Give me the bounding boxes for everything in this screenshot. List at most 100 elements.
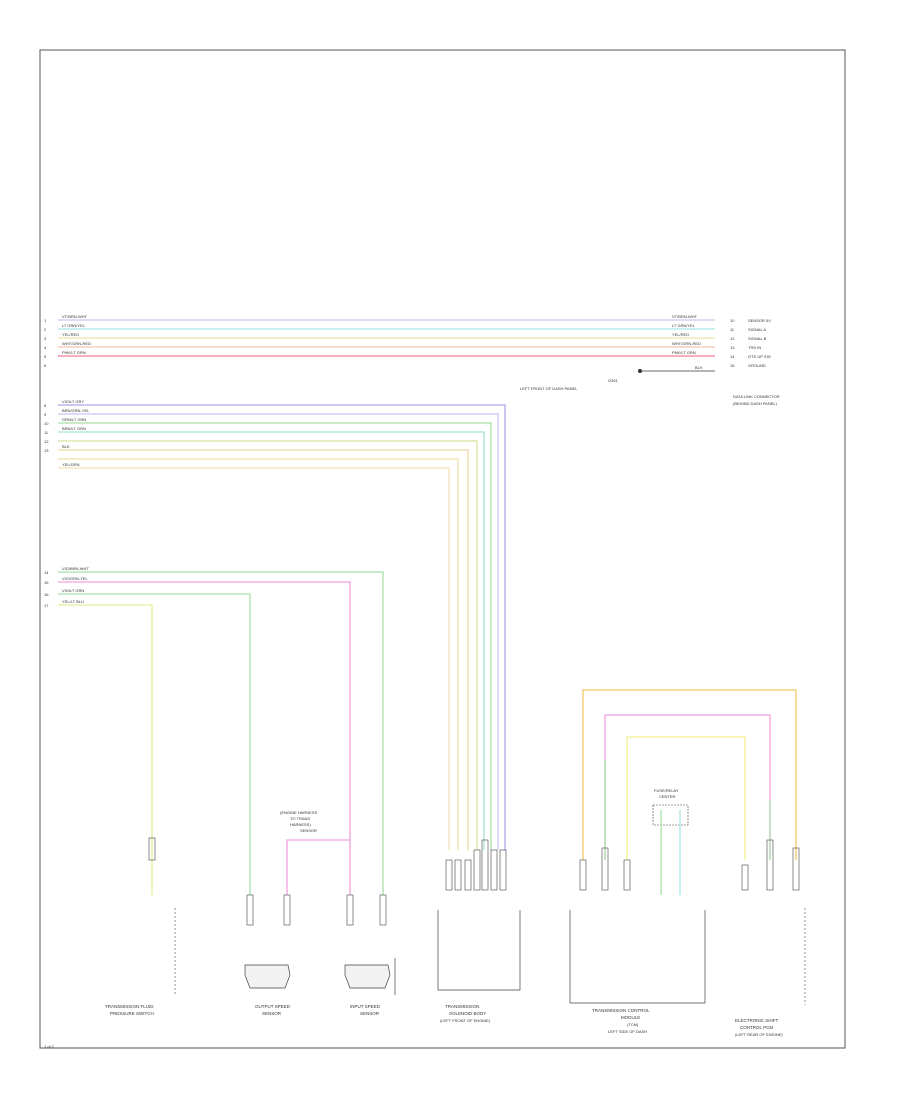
- wire-label-left-5: PNK/LT GRN: [62, 350, 86, 355]
- ident-label-1: (ENGINE HARNESS: [280, 810, 317, 815]
- pressure-switch-pin-box[interactable]: [148, 837, 156, 861]
- input-sensor-label-2: SENSOR: [360, 1011, 380, 1016]
- fuse-relay-box[interactable]: [652, 804, 689, 826]
- h2-pin-12: 12: [44, 439, 49, 444]
- wire-h3-2: [58, 581, 351, 895]
- epac-label-3: (LEFT REAR OF ENGINE): [735, 1032, 783, 1037]
- solenoid-label-1: TRANSMISSION: [445, 1004, 479, 1009]
- solenoid-pin-1[interactable]: [445, 859, 453, 891]
- output-sensor-pin-b[interactable]: [283, 894, 291, 926]
- solenoid-pin-6[interactable]: [490, 849, 498, 891]
- h2-color-5: BLK: [62, 444, 70, 449]
- dlc-func-1: SENSOR 5V: [748, 318, 771, 323]
- h3-color-1: VIO/BRN-WHT: [62, 566, 89, 571]
- solenoid-body-bracket: [437, 910, 521, 991]
- epac-pin-3[interactable]: [792, 847, 800, 891]
- top-harness: 1 2 3 4 5 6 VT/BRN-WHT LT GRN/YEL YEL/RE…: [44, 314, 780, 406]
- pin-5: 5: [44, 354, 47, 359]
- input-sensor-pin-a[interactable]: [346, 894, 354, 926]
- dlc-func-6: GROUND: [748, 363, 766, 368]
- dlc-component-sub-label: (BEHIND DASH PANEL): [733, 401, 778, 406]
- output-sensor-pin-a[interactable]: [246, 894, 254, 926]
- epac-pin-1[interactable]: [741, 864, 749, 891]
- harness-3: 14 15 16 17 VIO/BRN-WHT VIO/GRN-YEL VIO/…: [44, 566, 384, 895]
- dlc-pin-11: 11: [730, 327, 735, 332]
- h2-pin-13: 13: [44, 448, 49, 453]
- dlc-pin-15: 15: [730, 363, 735, 368]
- input-sensor[interactable]: INPUT SPEED SENSOR: [344, 894, 396, 1016]
- solenoid-pin-3[interactable]: [464, 859, 472, 891]
- dlc-func-4: TRS IN: [748, 345, 761, 350]
- wire-h3-3: [58, 593, 251, 895]
- ident-label-2: TO TRANS: [290, 816, 310, 821]
- dlc-func-2: SIGNAL A: [748, 327, 766, 332]
- h2-pin-9: 9: [44, 412, 47, 417]
- solenoid-label-2: SOLENOID BODY: [449, 1011, 486, 1016]
- wire-h2-2: [58, 413, 499, 850]
- wire-label-right-6: BLK: [695, 365, 703, 370]
- tcm-pin-1[interactable]: [579, 859, 587, 891]
- tcm-label-1: TRANSMISSION CONTROL: [592, 1008, 650, 1013]
- h2-color-3: GRN/LT GRN: [62, 417, 86, 422]
- harness-2: 8 9 10 11 12 13 VIO/LT GRY BRN/GRN-YEL G…: [44, 399, 506, 850]
- epac-label-1: ELECTRONIC SHIFT: [735, 1018, 779, 1023]
- h3-pin-15: 15: [44, 580, 49, 585]
- tcm-bracket: [569, 910, 706, 1004]
- solenoid-pin-5[interactable]: [481, 839, 489, 891]
- pin-6: 6: [44, 363, 47, 368]
- page-label: 1 of 2: [44, 1044, 55, 1049]
- ground-label: G301: [608, 378, 619, 383]
- input-sensor-label-1: INPUT SPEED: [350, 1004, 381, 1009]
- tcm-label-3: (TCM): [627, 1022, 639, 1027]
- output-sensor[interactable]: OUTPUT SPEED SENSOR: [244, 894, 291, 1016]
- wire-label-right-4: WHT/GRN-RED: [672, 341, 701, 346]
- h3-color-3: VIO/LT GRN: [62, 588, 84, 593]
- tcm-label-4: LEFT SIDE OF DASH: [608, 1029, 647, 1034]
- wire-orange: [582, 689, 797, 860]
- epac-pin-2[interactable]: [766, 839, 774, 891]
- bottom-right-harness: FUSE/RELAY CENTER: [582, 689, 797, 895]
- wire-h2-4: [58, 431, 485, 850]
- dlc-pin-10: 10: [730, 318, 735, 323]
- tcm-pin-3[interactable]: [623, 859, 631, 891]
- tcm-label-2: MODULE: [621, 1015, 640, 1020]
- h2-color-4: BRN/LT GRN: [62, 426, 86, 431]
- epac-connector[interactable]: ELECTRONIC SHIFT CONTROL PCM (LEFT REAR …: [735, 839, 806, 1037]
- h2-pin-11: 11: [44, 430, 49, 435]
- wire-label-right-5: PNK/LT GRN: [672, 350, 696, 355]
- solenoid-body-connector[interactable]: TRANSMISSION SOLENOID BODY (LEFT FRONT O…: [437, 839, 521, 1023]
- wire-h2-6: [58, 449, 469, 850]
- solenoid-pin-2[interactable]: [454, 859, 462, 891]
- dlc-func-3: SIGNAL B: [748, 336, 767, 341]
- h3-color-2: VIO/GRN-YEL: [62, 576, 89, 581]
- wire-h2-8: [58, 467, 450, 850]
- ident-sensor-branch: (ENGINE HARNESS TO TRANS HARNESS) SENSOR: [280, 810, 350, 895]
- wire-yellow-tcm: [626, 736, 746, 860]
- pin-1: 1: [44, 318, 47, 323]
- h2-color-1: VIO/LT GRY: [62, 399, 84, 404]
- solenoid-label-3: (LEFT FRONT OF ENGINE): [440, 1018, 491, 1023]
- diagram-frame: [39, 49, 846, 1049]
- wire-label-left-2: LT GRN/YEL: [62, 323, 86, 328]
- ident-label-4: SENSOR: [300, 828, 317, 833]
- h2-pin-10: 10: [44, 421, 49, 426]
- input-sensor-pin-b[interactable]: [379, 894, 387, 926]
- wire-label-right-3: YEL/RED: [672, 332, 689, 337]
- output-sensor-label-1: OUTPUT SPEED: [255, 1004, 291, 1009]
- wire-h3-4: [58, 604, 153, 895]
- tcm-pin-2[interactable]: [601, 847, 609, 891]
- solenoid-pin-7[interactable]: [499, 849, 507, 891]
- h2-color-2: BRN/GRN-YEL: [62, 408, 90, 413]
- wire-label-left-1: VT/BRN-WHT: [62, 314, 88, 319]
- h3-color-4: YEL/LT BLU: [62, 599, 84, 604]
- solenoid-pin-4[interactable]: [473, 849, 481, 891]
- pressure-switch-connector: TRANSMISSION FLUID PRESSURE SWITCH: [105, 837, 176, 1016]
- epac-label-2: CONTROL PCM: [740, 1025, 773, 1030]
- dlc-pin-14: 14: [730, 354, 735, 359]
- wire-label-right-1: VT/BRN-WHT: [672, 314, 698, 319]
- wire-h2-5: [58, 440, 478, 850]
- h2-color-6: YEL/GRN: [62, 462, 80, 467]
- wire-h2-7: [58, 458, 459, 850]
- tcm-connector[interactable]: TRANSMISSION CONTROL MODULE (TCM) LEFT S…: [569, 847, 706, 1034]
